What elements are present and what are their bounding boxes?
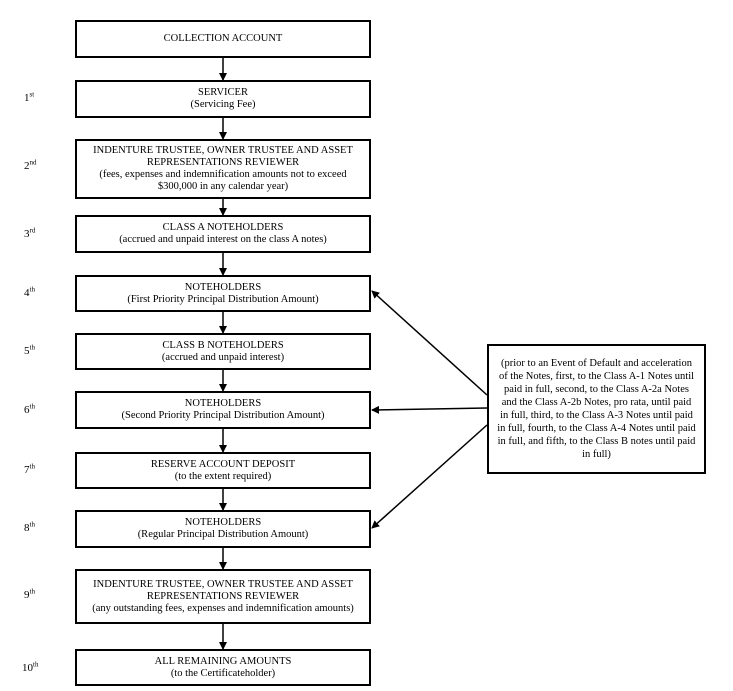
box-line: NOTEHOLDERS [184, 517, 262, 528]
box-line: RESERVE ACCOUNT DEPOSIT [150, 458, 296, 470]
box-line: $300,000 in any calendar year) [157, 181, 289, 192]
ordinal-suffix: th [33, 660, 39, 669]
ordinal-number: 7 [24, 464, 30, 476]
priority-ordinal: 3rd [24, 226, 36, 240]
regular-principal-noteholders-box: NOTEHOLDERS (Regular Principal Distribut… [75, 510, 371, 548]
box-line: INDENTURE TRUSTEE, OWNER TRUSTEE AND ASS… [93, 145, 353, 156]
priority-ordinal: 1st [24, 90, 35, 104]
box-line: COLLECTION ACCOUNT [163, 33, 283, 44]
ordinal-number: 6 [24, 404, 30, 416]
box-line: (Regular Principal Distribution Amount) [137, 529, 309, 540]
reserve-account-deposit-box: RESERVE ACCOUNT DEPOSIT (to the extent r… [75, 452, 371, 489]
box-line: (First Priority Principal Distribution A… [127, 293, 319, 305]
box-line: (any outstanding fees, expenses and inde… [92, 602, 354, 614]
priority-ordinal: 6th [24, 402, 35, 416]
remaining-amounts-box: ALL REMAINING AMOUNTS (to the Certificat… [75, 649, 371, 686]
box-line: (Servicing Fee) [190, 99, 256, 110]
ordinal-number: 5 [24, 345, 30, 357]
class-b-noteholders-box: CLASS B NOTEHOLDERS (accrued and unpaid … [75, 333, 371, 370]
box-line: INDENTURE TRUSTEE, OWNER TRUSTEE AND ASS… [93, 578, 353, 590]
note-text: (prior to an Event of Default and accele… [497, 358, 696, 460]
ordinal-suffix: th [29, 520, 35, 529]
box-line: (accrued and unpaid interest on the clas… [119, 234, 327, 245]
ordinal-suffix: th [29, 462, 35, 471]
ordinal-suffix: th [29, 343, 35, 352]
trustee-outstanding-fees-box: INDENTURE TRUSTEE, OWNER TRUSTEE AND ASS… [75, 569, 371, 624]
priority-ordinal: 7th [24, 462, 35, 476]
priority-ordinal: 5th [24, 343, 35, 357]
priority-ordinal: 10th [22, 660, 39, 674]
box-line: CLASS A NOTEHOLDERS [162, 222, 284, 233]
ordinal-number: 9 [24, 589, 30, 601]
priority-ordinal: 4th [24, 285, 35, 299]
box-line: NOTEHOLDERS [184, 281, 262, 293]
ordinal-suffix: th [29, 402, 35, 411]
second-priority-noteholders-box: NOTEHOLDERS (Second Priority Principal D… [75, 391, 371, 429]
first-priority-noteholders-box: NOTEHOLDERS (First Priority Principal Di… [75, 275, 371, 312]
note-arrow-regular-principal [371, 424, 488, 529]
ordinal-number: 4 [24, 287, 30, 299]
servicer-box: SERVICER (Servicing Fee) [75, 80, 371, 118]
ordinal-number: 1 [24, 92, 30, 104]
box-line: (to the extent required) [174, 470, 272, 482]
ordinal-suffix: nd [29, 158, 37, 167]
note-arrow-second-priority [371, 405, 488, 414]
box-line: REPRESENTATIONS REVIEWER [146, 590, 300, 602]
box-line: SERVICER [198, 87, 248, 98]
priority-ordinal: 9th [24, 587, 35, 601]
principal-allocation-note: (prior to an Event of Default and accele… [487, 344, 706, 474]
ordinal-suffix: rd [29, 226, 36, 235]
box-line: REPRESENTATIONS REVIEWER [146, 157, 300, 168]
box-line: ALL REMAINING AMOUNTS [154, 655, 292, 667]
trustee-fees-box: INDENTURE TRUSTEE, OWNER TRUSTEE AND ASS… [75, 139, 371, 199]
ordinal-suffix: th [29, 285, 35, 294]
box-line: (Second Priority Principal Distribution … [121, 410, 325, 421]
box-line: CLASS B NOTEHOLDERS [162, 339, 284, 351]
box-line: NOTEHOLDERS [184, 398, 262, 409]
priority-ordinal: 2nd [24, 158, 37, 172]
ordinal-number: 8 [24, 522, 30, 534]
note-arrow-first-priority [371, 290, 488, 396]
ordinal-number: 10 [22, 662, 33, 674]
box-line: (fees, expenses and indemnification amou… [99, 169, 347, 180]
box-line: (accrued and unpaid interest) [161, 351, 285, 363]
priority-ordinal: 8th [24, 520, 35, 534]
ordinal-suffix: st [29, 90, 35, 99]
collection-account-box: COLLECTION ACCOUNT [75, 20, 371, 58]
ordinal-number: 3 [24, 228, 30, 240]
ordinal-suffix: th [29, 587, 35, 596]
class-a-noteholders-box: CLASS A NOTEHOLDERS (accrued and unpaid … [75, 215, 371, 253]
ordinal-number: 2 [24, 160, 30, 172]
box-line: (to the Certificateholder) [170, 667, 276, 679]
